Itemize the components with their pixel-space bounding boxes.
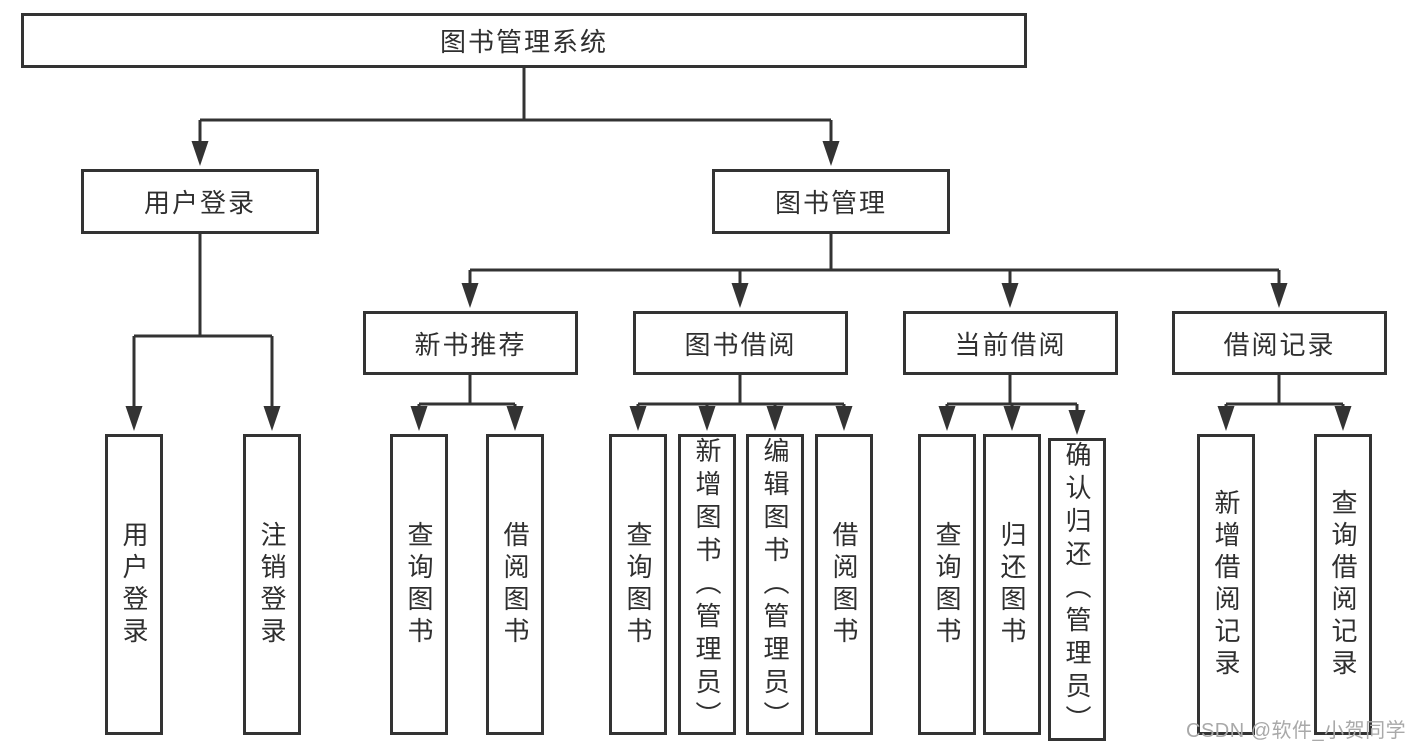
leaf-logout-login: 注销登录 bbox=[243, 434, 301, 735]
node-new-book-recommend: 新书推荐 bbox=[363, 311, 578, 375]
leaf-query-borrow-record: 查询借阅记录 bbox=[1314, 434, 1372, 735]
node-book-borrow: 图书借阅 bbox=[633, 311, 848, 375]
leaf-query-books-current: 查询图书 bbox=[918, 434, 976, 735]
csdn-watermark: CSDN @软件_小贺同学 bbox=[1186, 720, 1405, 742]
leaf-borrow-books-borrow: 借阅图书 bbox=[815, 434, 873, 735]
leaf-confirm-return-admin: 确认归还（管理员） bbox=[1048, 438, 1106, 741]
leaf-edit-books-admin: 编辑图书（管理员） bbox=[746, 434, 804, 735]
leaf-user-login: 用户登录 bbox=[105, 434, 163, 735]
leaf-add-borrow-record: 新增借阅记录 bbox=[1197, 434, 1255, 735]
leaf-add-books-admin: 新增图书（管理员） bbox=[678, 434, 736, 735]
leaf-return-books: 归还图书 bbox=[983, 434, 1041, 735]
arrowheads bbox=[125, 141, 1352, 435]
node-book-management: 图书管理 bbox=[712, 169, 950, 234]
leaf-borrow-books-recommend: 借阅图书 bbox=[486, 434, 544, 735]
node-user-login: 用户登录 bbox=[81, 169, 319, 234]
leaf-query-books-recommend: 查询图书 bbox=[390, 434, 448, 735]
node-borrow-records: 借阅记录 bbox=[1172, 311, 1387, 375]
node-book-management-system: 图书管理系统 bbox=[21, 13, 1027, 68]
leaf-query-books-borrow: 查询图书 bbox=[609, 434, 667, 735]
node-current-borrow: 当前借阅 bbox=[903, 311, 1118, 375]
